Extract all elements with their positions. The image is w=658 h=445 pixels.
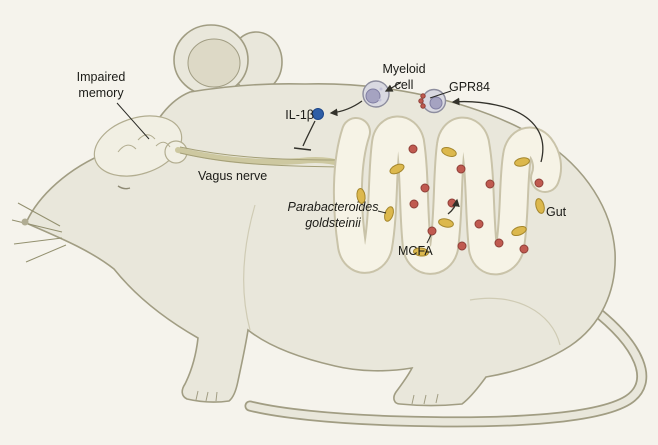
gut-intestine <box>334 117 561 274</box>
brain-fold-line <box>137 134 156 141</box>
mcfa-dot <box>409 199 419 209</box>
mcfa-dot <box>456 164 466 174</box>
mcfa-dot <box>485 179 495 189</box>
vagus-nerve-fiber <box>179 152 341 168</box>
hind-foot-toe <box>423 394 427 405</box>
bacterium <box>389 163 405 175</box>
bacterium <box>511 225 527 237</box>
mcfa-pointer-line <box>426 234 432 244</box>
gpr84-cell-nucleus <box>429 96 443 110</box>
myeloid-cell-granule <box>378 98 382 102</box>
whisker <box>25 244 67 263</box>
mcfa-dot <box>420 183 430 193</box>
mcfa-dot <box>408 144 418 154</box>
brain <box>93 115 183 177</box>
bacterium <box>356 188 366 204</box>
mouse-inner-ear <box>187 38 241 88</box>
bacterium <box>441 147 457 157</box>
il1b-inhibition-line <box>302 120 316 147</box>
gut-to-gpr84-arrow <box>451 97 544 163</box>
mcfa-dot <box>457 241 467 251</box>
hind-foot-toe <box>411 394 415 405</box>
front-foot-toe <box>205 391 209 402</box>
bacterium <box>514 157 530 167</box>
haunch-crease <box>469 297 561 346</box>
front-foot-toe <box>195 390 199 401</box>
gpr84-receptor <box>418 98 424 104</box>
whisker <box>17 202 61 227</box>
bacteria-to-mcfa-arrow <box>447 198 460 215</box>
myeloid-to-il1b-arrow <box>329 100 363 117</box>
impaired-memory-pointer-line <box>116 102 150 140</box>
bacterium <box>535 198 545 214</box>
myeloid-cell-granule <box>379 87 383 91</box>
label-to-myeloid-arrow <box>384 81 402 92</box>
mcfa-dot <box>519 244 529 254</box>
shoulder-crease <box>243 204 256 331</box>
vagus-nerve-ribbon <box>175 147 345 167</box>
gpr84-receptor <box>420 103 426 109</box>
brain-fold-line <box>155 141 171 148</box>
vagus-nerve-fiber <box>179 146 341 161</box>
mcfa-dot <box>427 226 437 236</box>
mcfa-dot <box>494 238 504 248</box>
whisker <box>11 219 63 233</box>
whisker <box>13 237 63 245</box>
hind-foot-toe <box>435 393 439 404</box>
parabacteroides-pointer-line <box>377 210 387 214</box>
il1b-dot <box>312 108 324 120</box>
mouse-tail <box>246 304 646 426</box>
nose <box>21 218 29 226</box>
front-foot-toe <box>215 391 218 402</box>
brain-fold-line <box>117 144 137 153</box>
gpr84-receptor <box>420 93 426 99</box>
mcfa-dot <box>534 178 544 188</box>
eye <box>117 185 131 190</box>
gpr84-pointer-line <box>429 90 452 99</box>
mcfa-dot <box>474 219 484 229</box>
myeloid-cell-nucleus <box>365 88 381 104</box>
inhibition-t-bar <box>293 147 312 151</box>
bacterium <box>438 218 454 228</box>
bacterium <box>413 247 429 257</box>
